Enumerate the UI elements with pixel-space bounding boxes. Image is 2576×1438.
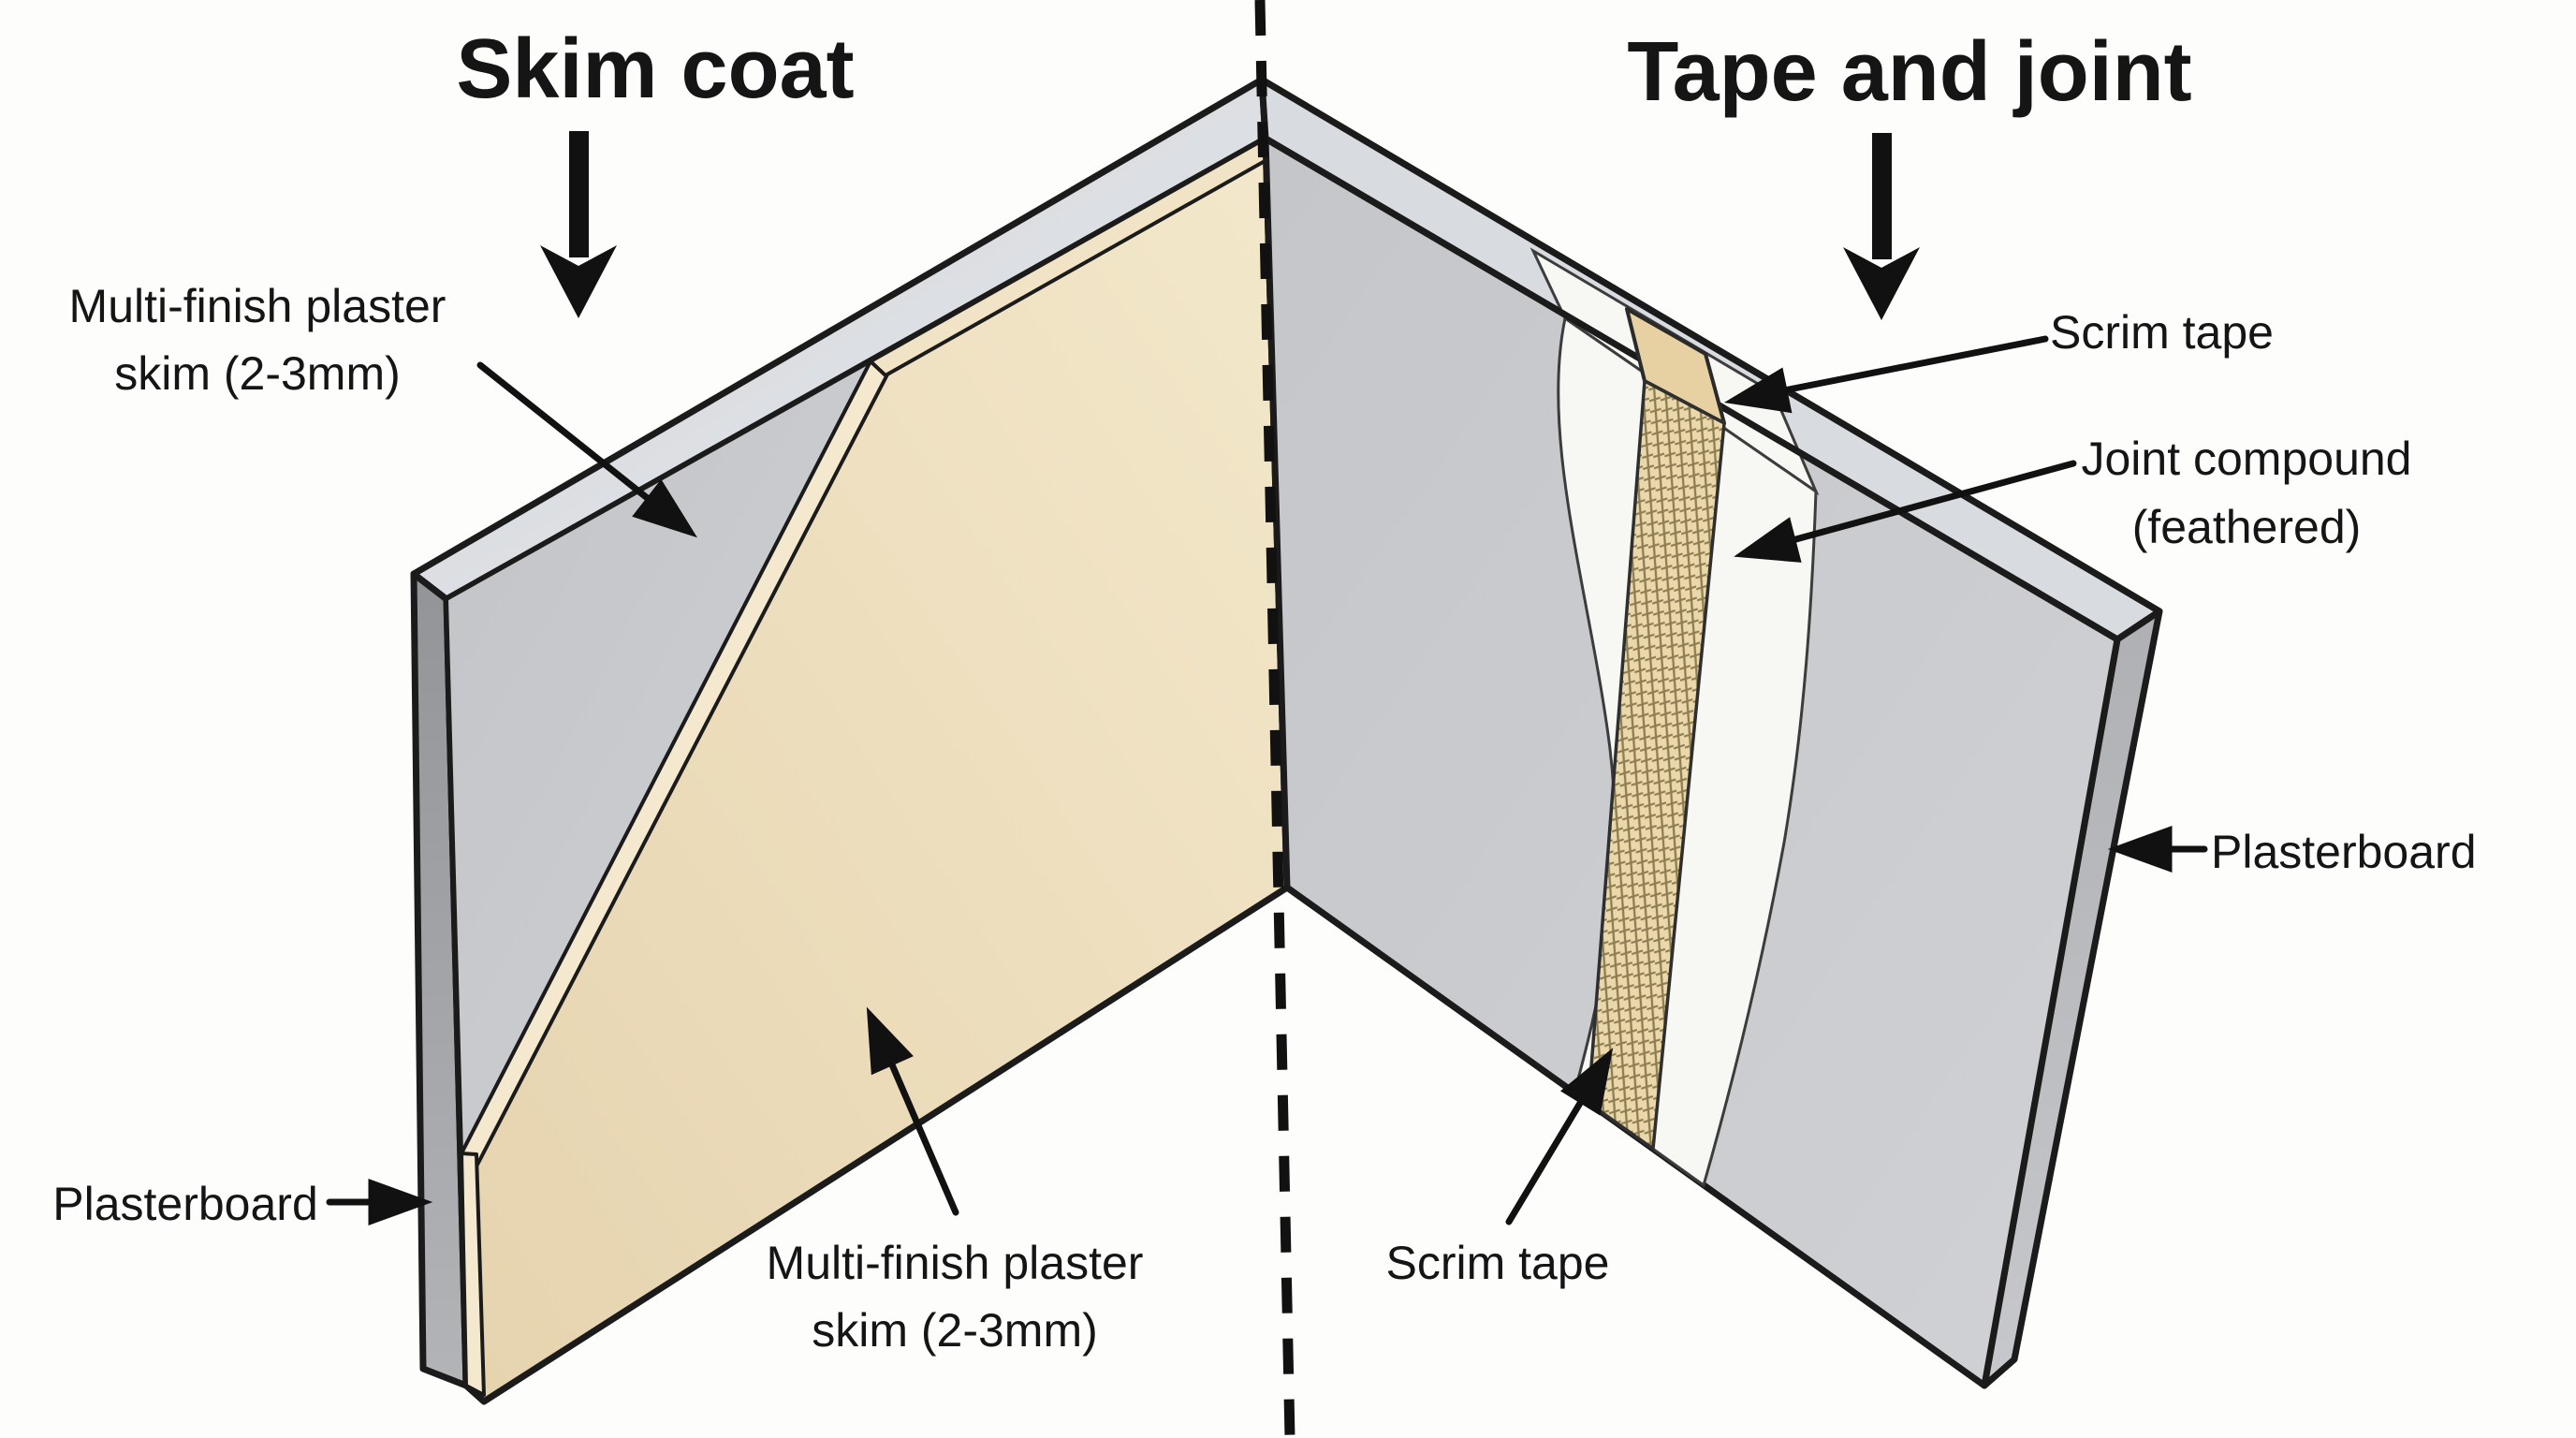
leader-scrim-top <box>1780 335 2049 394</box>
arrowhead-joint-compound <box>1734 517 1802 563</box>
label-skim-bottom-line1: Multi-finish plaster <box>767 1237 1144 1289</box>
arrowhead-skim-top <box>632 478 697 538</box>
label-skim-top-line1: Multi-finish plaster <box>69 280 446 332</box>
leader-skim-top <box>476 361 653 504</box>
leader-joint-compound <box>1789 460 2077 544</box>
right-panel <box>1258 76 2163 1389</box>
right-section-title: Tape and joint <box>1627 25 2191 119</box>
label-scrim-bottom: Scrim tape <box>1386 1237 1610 1289</box>
label-scrim-top: Scrim tape <box>2050 306 2274 359</box>
tape-joint-arrow-shaft <box>1872 133 1892 259</box>
label-joint-compound-line1: Joint compound <box>2081 433 2411 485</box>
top-edge-outer-line <box>1260 76 2161 615</box>
arrowhead-skim-bottom <box>866 1006 914 1076</box>
label-skim-bottom-line2: skim (2-3mm) <box>812 1304 1098 1357</box>
label-joint-compound-line2: (feathered) <box>2132 501 2362 553</box>
skim-coat-arrow-head <box>540 245 617 318</box>
leader-skim-bottom <box>887 1059 959 1216</box>
arrowhead-scrim-bottom <box>1559 1048 1614 1116</box>
arrowhead-plasterboard-left <box>368 1179 433 1225</box>
leader-scrim-bottom <box>1505 1096 1586 1225</box>
leader-arrows <box>326 335 2208 1225</box>
label-plasterboard-right: Plasterboard <box>2211 826 2477 878</box>
scrim-tape-mesh <box>1587 379 1726 1151</box>
arrowhead-plasterboard-right <box>2107 826 2173 873</box>
skim-coat-arrow-shaft <box>569 131 589 257</box>
tape-joint-arrow-head <box>1843 247 1920 320</box>
label-plasterboard-left: Plasterboard <box>52 1178 318 1230</box>
left-section-title: Skim coat <box>456 22 854 116</box>
arrowhead-scrim-top <box>1723 367 1793 414</box>
title-arrows <box>540 131 1920 320</box>
label-skim-top-line2: skim (2-3mm) <box>114 347 401 400</box>
skim-edge-strip-left <box>460 1152 486 1397</box>
left-panel <box>410 76 1291 1405</box>
